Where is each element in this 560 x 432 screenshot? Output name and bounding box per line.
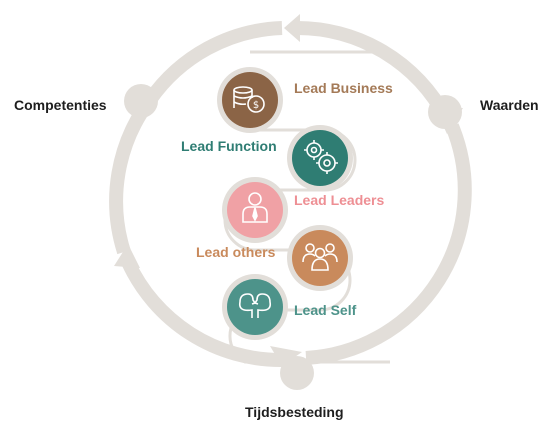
leader-person-icon (242, 192, 268, 223)
self-reflection-icon (238, 293, 272, 318)
coins-money-icon: $ (233, 86, 265, 113)
team-group-icon (302, 243, 338, 271)
ring-node-right (428, 95, 462, 129)
step-lead-leaders (222, 177, 288, 243)
gears-icon (304, 140, 338, 174)
arrowhead-bottom (270, 346, 302, 366)
label-lead-business: Lead Business (294, 80, 393, 96)
arrowhead-left (114, 244, 140, 268)
ring-node-left (124, 84, 158, 118)
step-lead-others (287, 225, 353, 291)
label-waarden: Waarden (480, 97, 539, 113)
step-lead-function (287, 125, 353, 191)
svg-text:$: $ (253, 100, 259, 111)
step-lead-self (222, 274, 288, 340)
label-lead-others: Lead others (196, 244, 276, 260)
ring-node-bottom (280, 356, 314, 390)
ring-nodes (124, 84, 462, 390)
step-lead-business: $ (217, 67, 283, 133)
label-tijdsbesteding: Tijdsbesteding (245, 404, 344, 420)
label-competenties: Competenties (14, 97, 107, 113)
label-lead-self: Lead Self (294, 302, 357, 318)
label-lead-function: Lead Function (181, 138, 277, 154)
label-lead-leaders: Lead Leaders (294, 192, 385, 208)
arrowhead-top (284, 14, 300, 42)
